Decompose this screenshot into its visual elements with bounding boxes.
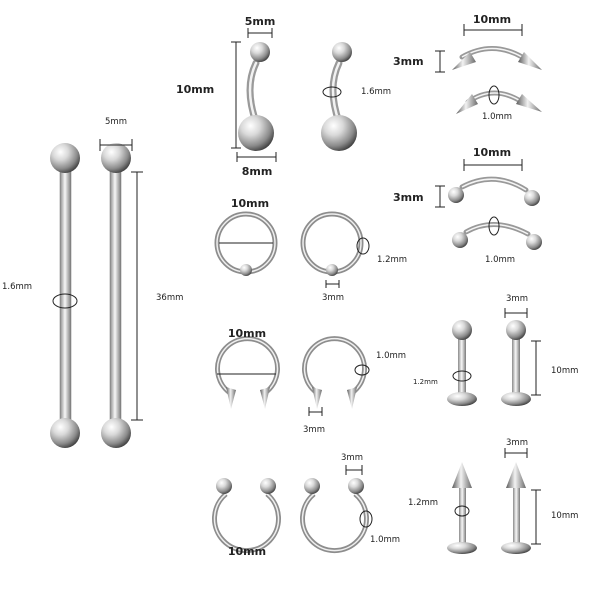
industrial-bar-right bbox=[109, 162, 122, 432]
labret-spike-length-label: 10mm bbox=[551, 511, 578, 521]
captive-ring-group: 10mm 1.2mm 3mm bbox=[214, 197, 407, 303]
belly-ball-bottom-left bbox=[238, 115, 274, 151]
horseshoe-spike-gauge-label: 1.0mm bbox=[376, 351, 406, 361]
gauge-marker bbox=[52, 293, 78, 309]
eyebrow-ball-left bbox=[448, 187, 464, 203]
horseshoe-ball-gauge-label: 1.0mm bbox=[370, 535, 400, 545]
industrial-ball-top-left bbox=[50, 143, 80, 173]
captive-gauge-label: 1.2mm bbox=[377, 255, 407, 265]
gauge-marker bbox=[454, 505, 470, 517]
gauge-marker bbox=[488, 216, 500, 236]
industrial-length-label: 36mm bbox=[156, 293, 183, 303]
spike-right bbox=[518, 52, 542, 70]
labret-ball-length-label: 10mm bbox=[551, 366, 578, 376]
labret-spike-cone-right bbox=[506, 462, 526, 488]
horseshoe-spike-group: 10mm 1.0mm 3mm bbox=[215, 327, 406, 435]
spike-left bbox=[452, 52, 476, 70]
belly-ball-top-left bbox=[250, 42, 270, 62]
horseshoe-ball-diameter-label: 10mm bbox=[228, 545, 266, 558]
belly-ball-top-right bbox=[332, 42, 352, 62]
horseshoe-spike-diameter-label: 10mm bbox=[228, 327, 266, 340]
horseshoe-ball-size-label: 3mm bbox=[341, 453, 363, 463]
belly-ball-top-label: 5mm bbox=[245, 15, 276, 28]
gauge-marker bbox=[488, 85, 500, 105]
labret-spike-size-label: 3mm bbox=[506, 438, 528, 448]
labret-spike-bar-left bbox=[459, 485, 466, 543]
industrial-barbell-group: 5mm 1.6mm 36mm bbox=[2, 117, 183, 448]
gauge-marker bbox=[322, 86, 342, 98]
labret-disc-right bbox=[501, 392, 531, 406]
labret-disc-left bbox=[447, 392, 477, 406]
captive-ball-right bbox=[326, 264, 338, 276]
eyebrow-ball-length-label: 10mm bbox=[473, 146, 511, 159]
captive-diameter-label: 10mm bbox=[231, 197, 269, 210]
captive-ball-label: 3mm bbox=[322, 293, 344, 303]
gauge-marker bbox=[354, 364, 370, 376]
belly-ring-group: 5mm 10mm 8mm 1.6mm bbox=[176, 15, 391, 178]
eyebrow-ball-right bbox=[524, 190, 540, 206]
eyebrow-spike-length-label: 10mm bbox=[473, 13, 511, 26]
industrial-gauge-label: 1.6mm bbox=[2, 282, 32, 292]
horseshoe-spike-length-label: 3mm bbox=[303, 425, 325, 435]
horseshoe-ball-group: 3mm 10mm 1.0mm bbox=[212, 453, 400, 558]
labret-ball-gauge-label: 1.2mm bbox=[413, 378, 438, 386]
labret-ball-size-label: 3mm bbox=[506, 294, 528, 304]
belly-gauge-label: 1.6mm bbox=[361, 87, 391, 97]
eyebrow-ball-group: 10mm 3mm 1.0mm bbox=[393, 146, 542, 265]
labret-spike-bar-right bbox=[513, 485, 520, 543]
labret-spike-group: 3mm 1.2mm 10mm bbox=[408, 438, 578, 554]
belly-length-label: 10mm bbox=[176, 83, 214, 96]
labret-spike-gauge-label: 1.2mm bbox=[408, 498, 438, 508]
eyebrow-spike-gauge-label: 1.0mm bbox=[482, 112, 512, 122]
labret-spike-cone-left bbox=[452, 462, 472, 488]
industrial-bar-left bbox=[59, 162, 72, 432]
eyebrow-ball-height-label: 3mm bbox=[393, 191, 424, 204]
industrial-ball-top-right bbox=[101, 143, 131, 173]
eyebrow-ball-gauge-label: 1.0mm bbox=[485, 255, 515, 265]
gauge-marker bbox=[356, 237, 370, 255]
gauge-marker bbox=[452, 370, 472, 382]
captive-ball-left bbox=[240, 264, 252, 276]
industrial-ball-bottom-left bbox=[50, 418, 80, 448]
labret-bar-left bbox=[458, 337, 466, 393]
labret-ball-group: 3mm 1.2mm 10mm bbox=[413, 294, 578, 406]
eyebrow-spike-height-label: 3mm bbox=[393, 55, 424, 68]
industrial-ball-bottom-right bbox=[101, 418, 131, 448]
labret-bar-right bbox=[512, 337, 520, 393]
belly-ball-bottom-right bbox=[321, 115, 357, 151]
belly-ball-bottom-label: 8mm bbox=[242, 165, 273, 178]
industrial-ball-width-label: 5mm bbox=[105, 117, 127, 127]
gauge-marker bbox=[359, 510, 373, 528]
eyebrow-spike-group: 10mm 3mm 1.0mm bbox=[393, 13, 542, 122]
